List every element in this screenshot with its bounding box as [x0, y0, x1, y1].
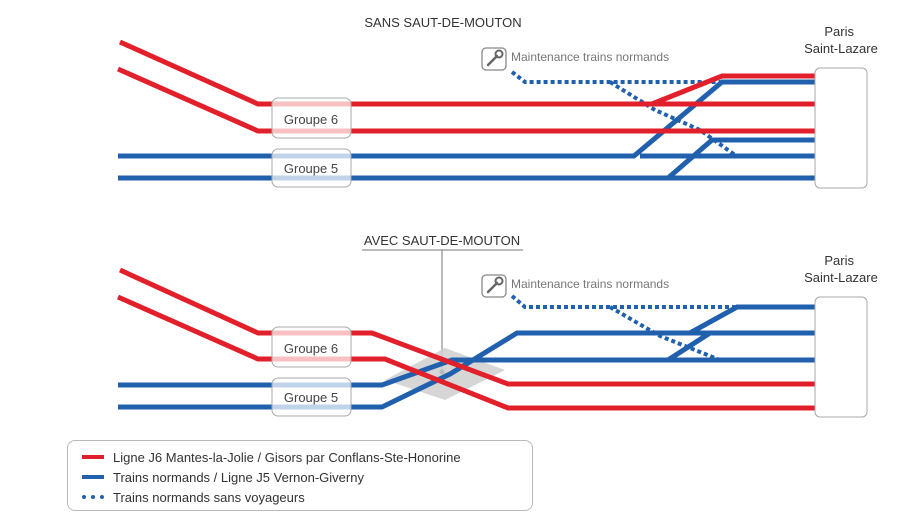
top-dotted-tracks: [510, 70, 737, 157]
top-title: SANS SAUT-DE-MOUTON: [364, 15, 521, 30]
bottom-groupe5-box: [271, 377, 352, 417]
bottom-dotted-tracks: [510, 294, 737, 362]
bottom-groupe6-box: [271, 326, 352, 368]
bottom-groupe5-label: Groupe 5: [284, 390, 338, 405]
bottom-station-box: [814, 296, 868, 418]
bottom-station-label: Paris Saint-Lazare: [804, 253, 878, 285]
top-station-label: Paris Saint-Lazare: [804, 24, 878, 56]
legend-swatch-red: [82, 455, 104, 459]
legend-swatch-dotted: [82, 495, 104, 499]
top-groupe6-label: Groupe 6: [284, 112, 338, 127]
top-maintenance-label: Maintenance trains normands: [511, 50, 669, 64]
top-station-line2: Saint-Lazare: [804, 41, 878, 56]
top-wrench-icon: [481, 47, 507, 71]
bottom-maintenance-label: Maintenance trains normands: [511, 277, 669, 291]
bottom-red-tracks: [116, 267, 815, 411]
bottom-groupe6-label: Groupe 6: [284, 341, 338, 356]
legend-label-j6: Ligne J6 Mantes-la-Jolie / Gisors par Co…: [113, 449, 461, 465]
top-red-tracks: [116, 39, 815, 134]
top-station-line1: Paris: [824, 24, 854, 39]
bottom-station-line2: Saint-Lazare: [804, 270, 878, 285]
legend-item-j5: Trains normands / Ligne J5 Vernon-Givern…: [82, 466, 364, 488]
legend-item-empty-trains: Trains normands sans voyageurs: [82, 486, 305, 508]
top-groupe5-box: [271, 148, 352, 188]
top-station-box: [814, 67, 868, 189]
bottom-wrench-icon: [481, 274, 507, 298]
legend-item-j6: Ligne J6 Mantes-la-Jolie / Gisors par Co…: [82, 446, 461, 468]
legend: Ligne J6 Mantes-la-Jolie / Gisors par Co…: [67, 440, 533, 511]
legend-label-empty-trains: Trains normands sans voyageurs: [113, 489, 305, 505]
bottom-station-line1: Paris: [824, 253, 854, 268]
legend-label-j5: Trains normands / Ligne J5 Vernon-Givern…: [113, 469, 364, 485]
legend-swatch-blue: [82, 475, 104, 479]
top-groupe6-box: [271, 97, 352, 139]
bottom-title: AVEC SAUT-DE-MOUTON: [364, 233, 520, 248]
top-groupe5-label: Groupe 5: [284, 161, 338, 176]
